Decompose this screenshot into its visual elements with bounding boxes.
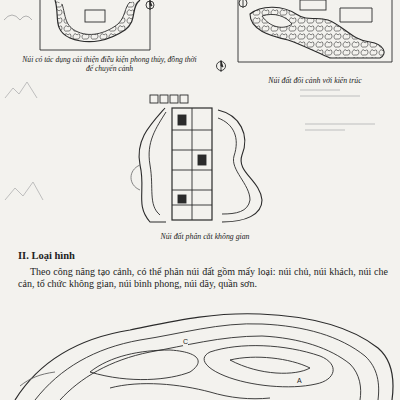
landscape-plan bbox=[4, 0, 150, 50]
body-paragraph: Theo công năng tạo cảnh, có thể phân núi… bbox=[18, 266, 388, 290]
landscape-map bbox=[15, 314, 393, 400]
figure-caption: Núi có tác dụng cải thiện điều kiện phon… bbox=[22, 55, 197, 73]
figure-caption: Núi đất phân cắt không gian bbox=[130, 232, 280, 241]
callout-letter: C bbox=[183, 338, 188, 346]
callout-letter: A bbox=[297, 377, 302, 385]
faint-sketch bbox=[5, 82, 375, 200]
landscape-plan bbox=[131, 95, 262, 222]
figure-caption: Núi đất đối cảnh với kiến trúc bbox=[236, 76, 394, 85]
section-heading: II. Loại hình bbox=[18, 250, 75, 263]
landscape-plan bbox=[238, 0, 392, 62]
